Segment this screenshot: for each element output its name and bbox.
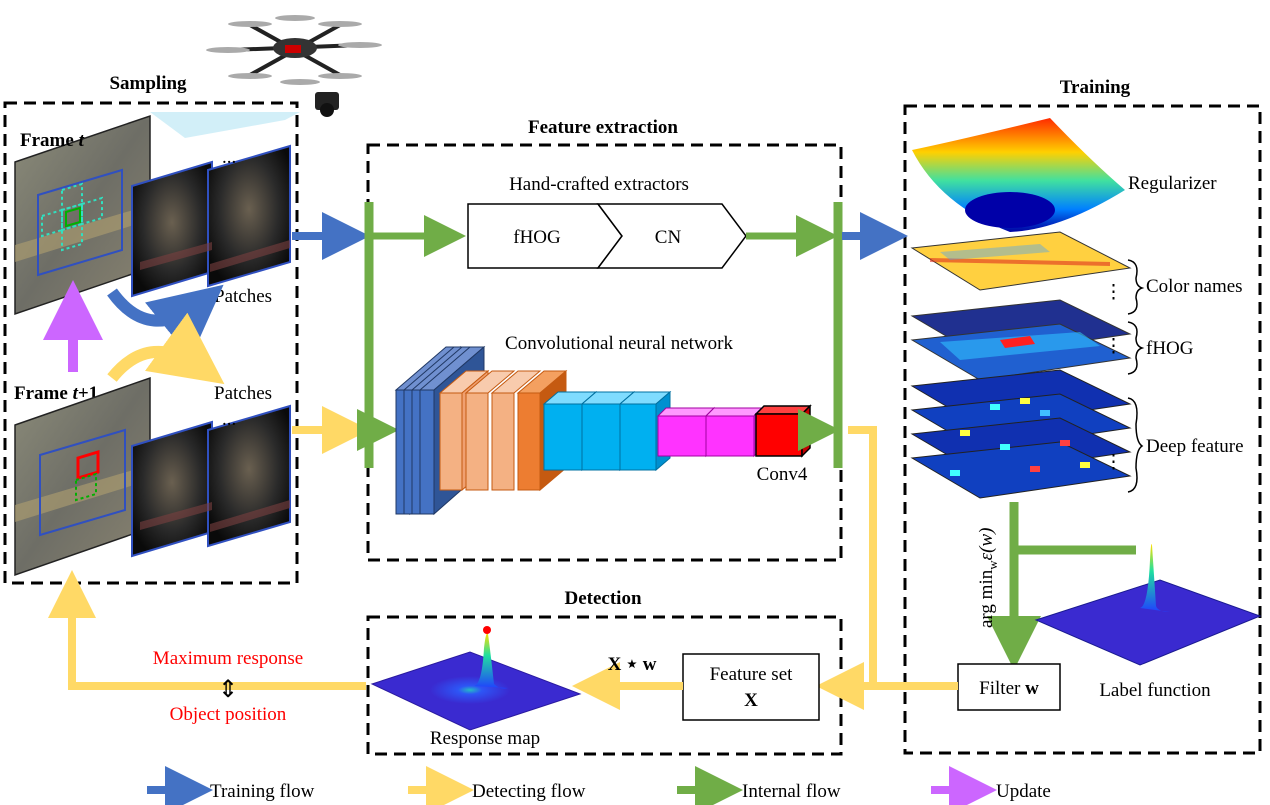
conv4-layer [754, 404, 812, 458]
feature-set-line1: Feature set [710, 664, 794, 685]
detecting-flow-line-back [48, 570, 366, 690]
label-function-label: Label function [1099, 680, 1211, 701]
filter-box [957, 663, 1061, 711]
detection-title: Detection [564, 588, 641, 609]
legend-detecting-label: Detecting flow [472, 781, 586, 802]
argmin-expression: arg minwε(w) [976, 528, 1000, 628]
cnn-title: Convolutional neural network [505, 333, 733, 354]
cnn-magenta-layers [656, 406, 764, 458]
fhog-vdots: ⋮ [1104, 336, 1123, 357]
detecting-curve-arrow [107, 312, 225, 385]
legend-training-label: Training flow [210, 781, 315, 802]
frame-t1-image [14, 376, 151, 577]
color-names-brace [1127, 259, 1145, 315]
patches-bottom-label: Patches [214, 383, 272, 404]
patches-top-label: Patches [214, 286, 272, 307]
drone-image [150, 15, 382, 138]
legend: Training flow Detecting flow Internal fl… [147, 766, 1051, 805]
handcrafted-title: Hand-crafted extractors [509, 174, 689, 195]
label-function-surface [1034, 544, 1262, 666]
cn-block [596, 203, 747, 269]
training-title: Training [1060, 77, 1131, 98]
deep-feature-vdots: ⋮ [1104, 452, 1123, 473]
object-position-label: Object position [170, 704, 287, 725]
cnn-orange-layers [438, 369, 568, 492]
patches-bottom-ellipsis: ... [222, 409, 236, 430]
deep-feature-label: Deep feature [1146, 436, 1244, 457]
double-arrow-symbol: ⇕ [218, 677, 238, 703]
sampling-title: Sampling [109, 73, 187, 94]
fhog-label: fHOG [1146, 338, 1194, 359]
fhog-brace [1127, 321, 1145, 375]
deep-feature-maps [910, 369, 1132, 499]
legend-internal-label: Internal flow [742, 781, 841, 802]
response-map-label: Response map [430, 728, 540, 749]
fhog-block-label: fHOG [513, 227, 561, 248]
patches-top [131, 144, 291, 298]
legend-update-label: Update [996, 781, 1051, 802]
cnn-cyan-layers [542, 390, 672, 472]
cn-block-label: CN [655, 227, 682, 248]
regularizer-surface [912, 118, 1125, 232]
response-map-surface [370, 626, 582, 731]
deep-feature-brace [1127, 397, 1144, 493]
feature-set-line2: X [744, 690, 758, 711]
patches-bottom [131, 404, 291, 558]
training-curve-arrow [107, 284, 224, 359]
sampling-box [3, 101, 299, 585]
feature-set-box [682, 653, 820, 721]
regularizer-label: Regularizer [1128, 173, 1217, 194]
filter-label: Filter w [979, 678, 1039, 699]
training-box [903, 104, 1262, 755]
color-names-label: Color names [1146, 276, 1243, 297]
maximum-response-label: Maximum response [153, 648, 303, 669]
conv-op-label: X ⋆ w [608, 654, 657, 675]
color-names-vdots: ⋮ [1104, 282, 1123, 303]
color-names-maps [910, 231, 1132, 291]
conv4-label: Conv4 [757, 464, 808, 485]
fhog-maps [910, 299, 1132, 381]
frame-t-label: Frame t [20, 130, 85, 151]
feature-extraction-title: Feature extraction [528, 117, 678, 138]
patches-top-ellipsis: ... [222, 147, 236, 168]
